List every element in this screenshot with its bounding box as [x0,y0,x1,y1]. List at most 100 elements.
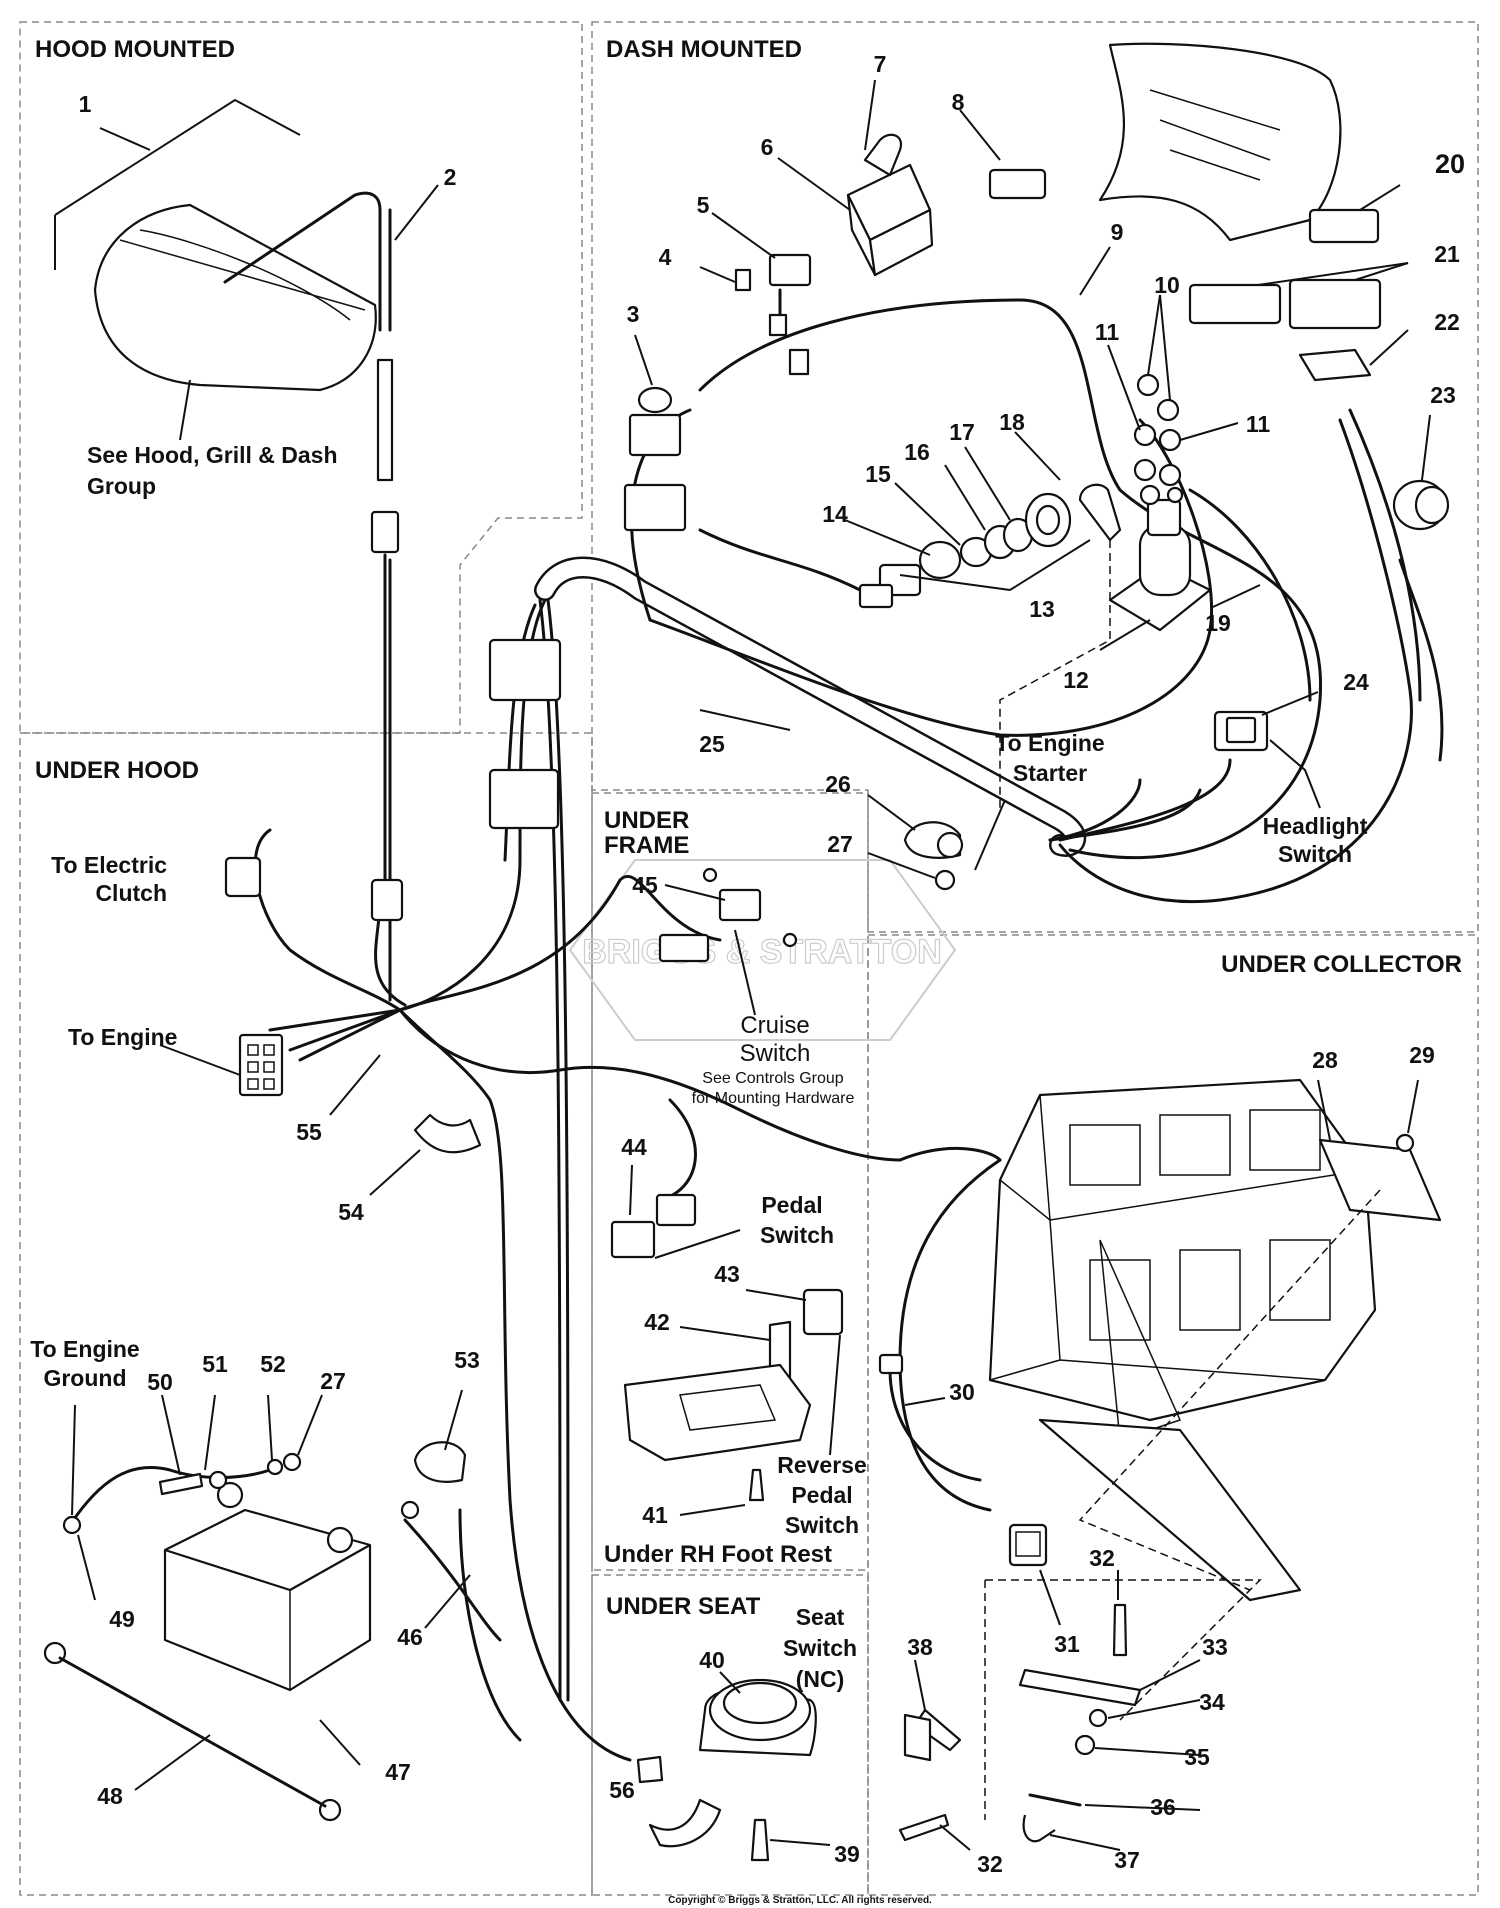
label-reverse-2: Pedal [791,1482,852,1508]
washer-34-icon [1088,1708,1108,1728]
callout-11a: 11 [1095,319,1120,345]
callout-47: 47 [385,1759,411,1785]
leader-34 [1107,1699,1201,1719]
leader-6 [777,157,851,211]
plate-28-icon [1318,1138,1442,1222]
callout-35: 35 [1184,1744,1210,1770]
label-pedal-2: Switch [760,1222,834,1248]
label-seat-2: Switch [783,1635,857,1661]
leader-7 [864,79,876,151]
leader-17 [964,446,1011,521]
callout-55: 55 [296,1119,322,1145]
leader-19 [1212,584,1261,608]
callout-54: 54 [338,1199,364,1225]
label-see-hood-2: Group [87,473,156,499]
ignition-parts-icon [878,483,1122,597]
label-cruise-2: Switch [740,1040,811,1067]
label-see-hood-1: See Hood, Grill & Dash [87,442,338,468]
callout-28: 28 [1312,1047,1338,1073]
callout-16: 16 [904,439,930,465]
screw-41-icon [748,1468,765,1502]
leader-21b [1354,262,1409,281]
callout-numbers: 1 2 3 4 5 6 7 8 9 10 11 11 12 13 14 15 1… [79,51,1465,1877]
callout-52: 52 [260,1351,286,1377]
leader-2 [394,184,439,241]
bracket-22-icon [1298,348,1372,382]
callout-17: 17 [949,419,975,445]
switch-31-icon [1008,1523,1048,1567]
callout-51: 51 [202,1351,228,1377]
text-labels: See Hood, Grill & Dash Group To Electric… [30,379,1368,1692]
callout-50: 50 [147,1369,173,1395]
leader-54 [369,1149,421,1196]
callout-5: 5 [697,192,710,218]
callout-6: 6 [761,134,774,160]
engine-connector-icon [238,1033,284,1097]
reverse-switch-icon [623,1288,844,1462]
screw-32a-icon [1112,1603,1128,1657]
leader-10a [1147,294,1161,376]
clutch-connector-icon [224,856,262,898]
leader-11b [1179,422,1239,441]
rocker-switch-icon [1213,710,1269,752]
leader-25 [699,709,791,731]
panel-21b-icon [1288,278,1382,330]
harness-connector-icon [370,878,404,922]
label-cruise-note-2: for Mounting Hardware [692,1090,855,1107]
leader-18 [1014,431,1061,481]
leader-41 [679,1504,746,1516]
label-cruise-note-1: See Controls Group [702,1070,844,1087]
leader-11a [1107,344,1141,431]
callout-8: 8 [952,89,965,115]
leader-35 [1094,1747,1201,1756]
leader-starter [974,799,1006,871]
copyright: Copyright © Briggs & Stratton, LLC. All … [668,1895,932,1906]
section-title-under-seat: UNDER SEAT [606,1593,761,1620]
label-pedal-1: Pedal [761,1192,822,1218]
callout-45: 45 [632,872,658,898]
label-to-electric-1: To Electric [51,852,167,878]
section-boxes [19,21,1479,1896]
clamp-56-icon [648,1798,722,1848]
callout-7: 7 [874,51,887,77]
leader-13 [899,574,1011,591]
resistor-23-icon [1392,479,1450,531]
callout-20: 20 [1435,149,1465,179]
callout-12: 12 [1063,667,1089,693]
section-title-under-frame-1: UNDER [604,807,689,834]
section-title-under-collector: UNDER COLLECTOR [1221,951,1462,978]
callout-19: 19 [1205,610,1231,636]
callout-9: 9 [1111,219,1124,245]
callout-22: 22 [1434,309,1460,335]
watermark: BRIGGS & STRATTON [568,859,957,1041]
lockwasher-52-icon [266,1458,284,1476]
leader-8 [959,109,1001,161]
label-headlight-2: Switch [1278,841,1352,867]
collector-frame-icon [988,1078,1377,1602]
hood-icon [93,203,377,392]
leader-pedal [654,1229,741,1259]
label-to-engine: To Engine [68,1024,177,1050]
boot-53-icon [413,1441,467,1483]
label-headlight-1: Headlight [1263,813,1368,839]
leader-see-hood [179,379,191,441]
leader-22 [1369,329,1409,366]
callout-53: 53 [454,1347,480,1373]
callout-21: 21 [1434,241,1460,267]
callout-13: 13 [1029,596,1055,622]
leader-52 [267,1394,273,1461]
leader-9 [1079,246,1111,296]
leader-46 [424,1574,471,1629]
callout-42: 42 [644,1309,670,1335]
bolt-50-icon [158,1472,204,1496]
panel-21a-icon [1188,283,1282,325]
nuts-washers-icon [1133,373,1182,506]
label-seat-3: (NC) [796,1666,845,1692]
label-to-engine-starter-1: To Engine [995,730,1104,756]
leader-ground [71,1404,76,1516]
leader-4 [699,266,736,283]
leader-49 [77,1534,96,1601]
leader-55 [329,1054,381,1116]
leader-40 [719,1671,741,1694]
leader-12 [1099,619,1151,651]
